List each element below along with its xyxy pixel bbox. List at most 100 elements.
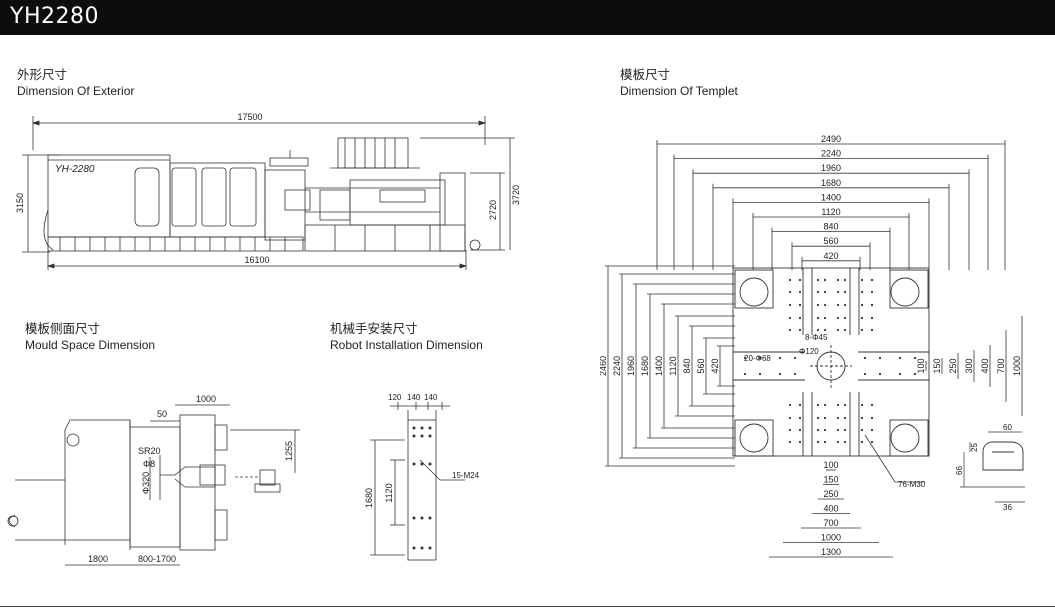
templet-hole [758,372,762,376]
templet-width-label: 840 [823,222,838,232]
templet-hole [823,316,827,320]
templet-hole [863,356,867,360]
templet-right-label: 300 [964,358,974,373]
section-templet-en: Dimension Of Templet [620,84,738,98]
templet-hole [793,356,797,360]
templet-width-label: 2490 [821,134,841,144]
robot-h1120: 1120 [384,483,394,502]
dim-h2: 2720 [488,200,498,220]
templet-hole [870,440,874,444]
templet-hole [816,303,820,307]
section-mould-space: 模板侧面尺寸 Mould Space Dimension [25,320,155,354]
header-bar: YH2280 [0,0,1055,35]
templet-hole [788,278,792,282]
templet-bottom-label: 150 [823,475,838,485]
templet-hole [860,316,864,320]
note-holes-small: 8-Φ45 [805,333,828,342]
mould-d1000: 1000 [196,394,216,404]
robot-d120: 120 [388,393,402,402]
templet-hole [788,416,792,420]
templet-hole [816,316,820,320]
templet-hole [860,303,864,307]
templet-height-label: 840 [682,358,692,373]
templet-hole [788,290,792,294]
templet-hole [898,372,902,376]
templet-hole [870,290,874,294]
templet-hole [823,403,827,407]
note-holes-ring: 20-Φ68 [744,354,771,363]
templet-hole [816,328,820,332]
section-exterior: 外形尺寸 Dimension Of Exterior [17,66,134,100]
templet-right-label: 700 [996,358,1006,373]
templet-hole [860,278,864,282]
templet-hole [870,278,874,282]
robot-drawing: 120 140 140 1680 1120 15-M24 [364,393,480,561]
templet-hole [788,428,792,432]
templet-right-label: 400 [980,358,990,373]
section-mould-cn: 模板侧面尺寸 [25,321,101,336]
templet-hole [843,278,847,282]
templet-right-label: 250 [948,358,958,373]
dim-height: 3150 [15,193,25,213]
templet-bottom-label: 700 [823,518,838,528]
templet-hole [843,440,847,444]
templet-height-label: 2240 [612,356,622,376]
mould-space-drawing: 1000 50 SR20 Φ8 Φ320 1255 1800 800-1700 [7,394,300,566]
templet-width-label: 420 [823,251,838,261]
templet-hole [743,372,747,376]
templet-hole [798,303,802,307]
templet-hole [798,328,802,332]
templet-bottom-label: 1300 [821,547,841,557]
templet-hole [788,440,792,444]
detail-bottom: 36 [1003,503,1012,512]
mould-phi8: Φ8 [143,459,155,469]
templet-hole [823,290,827,294]
templet-hole [913,372,917,376]
bottom-divider [0,606,1055,607]
mould-d50: 50 [157,409,167,419]
dim-base-length: 16100 [244,255,269,265]
templet-bottom-label: 250 [823,489,838,499]
exterior-drawing: YH-2280 17500 16100 3150 2720 3720 [15,112,521,270]
templet-width-label: 560 [823,236,838,246]
note-center: Φ120 [799,347,819,356]
mould-d1255: 1255 [284,441,294,461]
mould-d1800: 1800 [88,554,108,564]
templet-hole [823,328,827,332]
templet-height-label: 2460 [600,356,608,376]
templet-hole [788,403,792,407]
templet-hole [860,440,864,444]
model-title: YH2280 [10,4,99,29]
templet-width-label: 1120 [821,207,840,217]
templet-hole [836,403,840,407]
templet-hole [878,356,882,360]
templet-hole [870,328,874,332]
templet-hole [843,316,847,320]
templet-hole [863,372,867,376]
section-templet: 模板尺寸 Dimension Of Templet [620,66,738,100]
templet-hole [788,316,792,320]
templet-hole [793,372,797,376]
section-robot-en: Robot Installation Dimension [330,338,483,352]
templet-height-label: 1120 [668,356,678,375]
templet-hole [860,403,864,407]
templet-hole [836,416,840,420]
templet-hole [816,440,820,444]
templet-hole [778,356,782,360]
templet-hole [870,428,874,432]
templet-hole [860,328,864,332]
note-thread: 76-M30 [898,480,926,489]
templet-hole [743,356,747,360]
templet-hole [843,403,847,407]
machine-label: YH-2280 [55,164,95,175]
templet-hole [816,290,820,294]
templet-hole [778,372,782,376]
templet-height-label: 560 [696,358,706,373]
robot-d140b: 140 [424,393,438,402]
templet-hole [798,403,802,407]
templet-hole [836,278,840,282]
templet-width-label: 1960 [821,163,841,173]
templet-hole [860,428,864,432]
templet-hole [823,303,827,307]
